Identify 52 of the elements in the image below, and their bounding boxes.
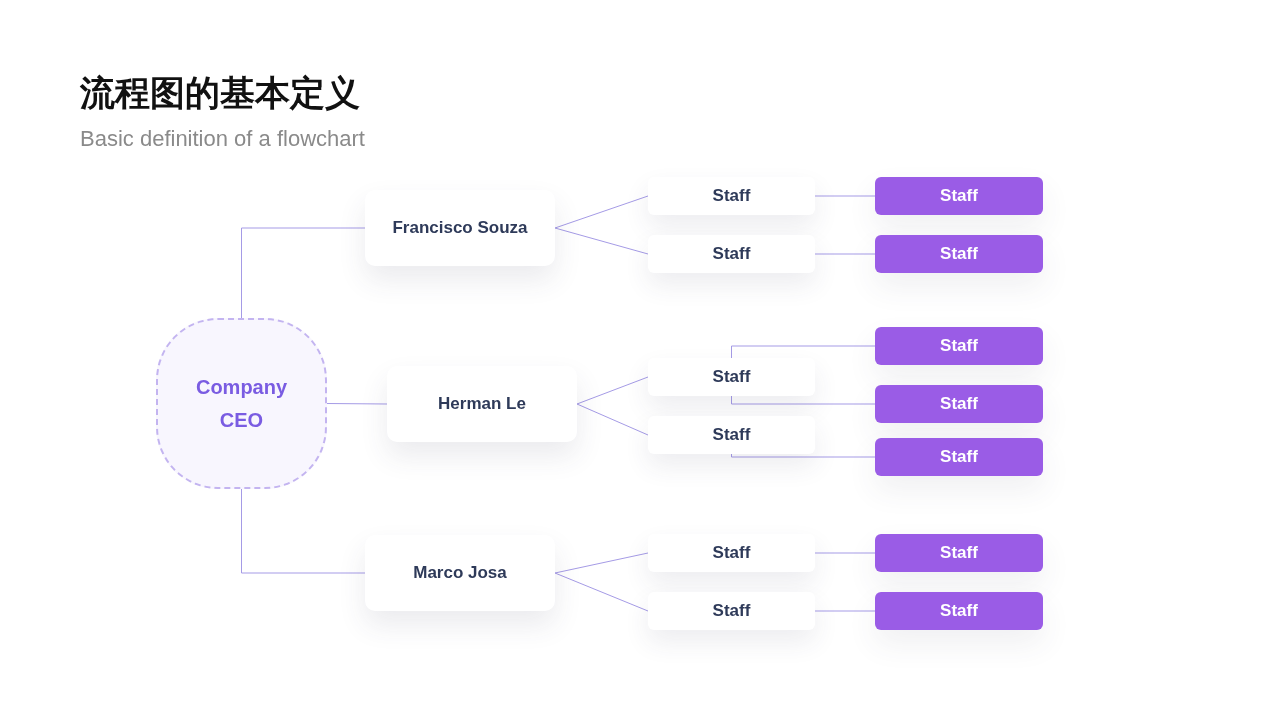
- connector-line: [241, 227, 366, 319]
- node-label: Herman Le: [438, 394, 526, 414]
- staff-box: [875, 177, 1043, 215]
- manager-box: [387, 366, 577, 442]
- connector-line: [554, 227, 649, 255]
- staff-box: [648, 592, 815, 630]
- connector-line: [814, 195, 876, 197]
- node-label: Staff: [940, 186, 978, 206]
- subtitle: Basic definition of a flowchart: [80, 126, 365, 152]
- node-label: Staff: [712, 186, 751, 206]
- staff-box: [648, 177, 815, 215]
- staff-box: [875, 235, 1043, 273]
- connector-line: [554, 195, 649, 229]
- node-label: Francisco Souza: [392, 218, 528, 238]
- node-label: Staff: [712, 367, 751, 387]
- connector-line: [576, 403, 649, 436]
- connector-line: [731, 453, 876, 458]
- connector-line: [576, 376, 649, 405]
- connector-line: [554, 572, 649, 612]
- staff-box: [875, 327, 1043, 365]
- node-label: Staff: [712, 601, 751, 621]
- connector-line: [731, 345, 876, 359]
- connector-line: [326, 403, 388, 405]
- node-label: Marco Josa: [413, 563, 507, 583]
- manager-box: [365, 190, 555, 266]
- node-label: Company CEO: [194, 374, 289, 433]
- node-label: Staff: [712, 543, 751, 563]
- node-label: Staff: [940, 543, 978, 563]
- connector-line: [814, 610, 876, 612]
- staff-box: [648, 358, 815, 396]
- node-label: Staff: [940, 244, 978, 264]
- connector-line: [554, 552, 649, 574]
- ceo-node: [156, 318, 327, 489]
- node-label: Staff: [940, 447, 978, 467]
- staff-box: [875, 534, 1043, 572]
- connector-line: [731, 395, 876, 405]
- node-label: Staff: [712, 425, 751, 445]
- title: 流程图的基本定义: [80, 72, 360, 115]
- node-label: Staff: [940, 601, 978, 621]
- node-label: Staff: [712, 244, 751, 264]
- staff-box: [875, 385, 1043, 423]
- staff-box: [648, 534, 815, 572]
- node-label: Staff: [940, 336, 978, 356]
- manager-box: [365, 535, 555, 611]
- connector-line: [241, 488, 366, 574]
- connector-line: [814, 552, 876, 554]
- staff-box: [648, 235, 815, 273]
- staff-box: [648, 416, 815, 454]
- node-label: Staff: [940, 394, 978, 414]
- staff-box: [875, 592, 1043, 630]
- staff-box: [875, 438, 1043, 476]
- connector-line: [814, 253, 876, 255]
